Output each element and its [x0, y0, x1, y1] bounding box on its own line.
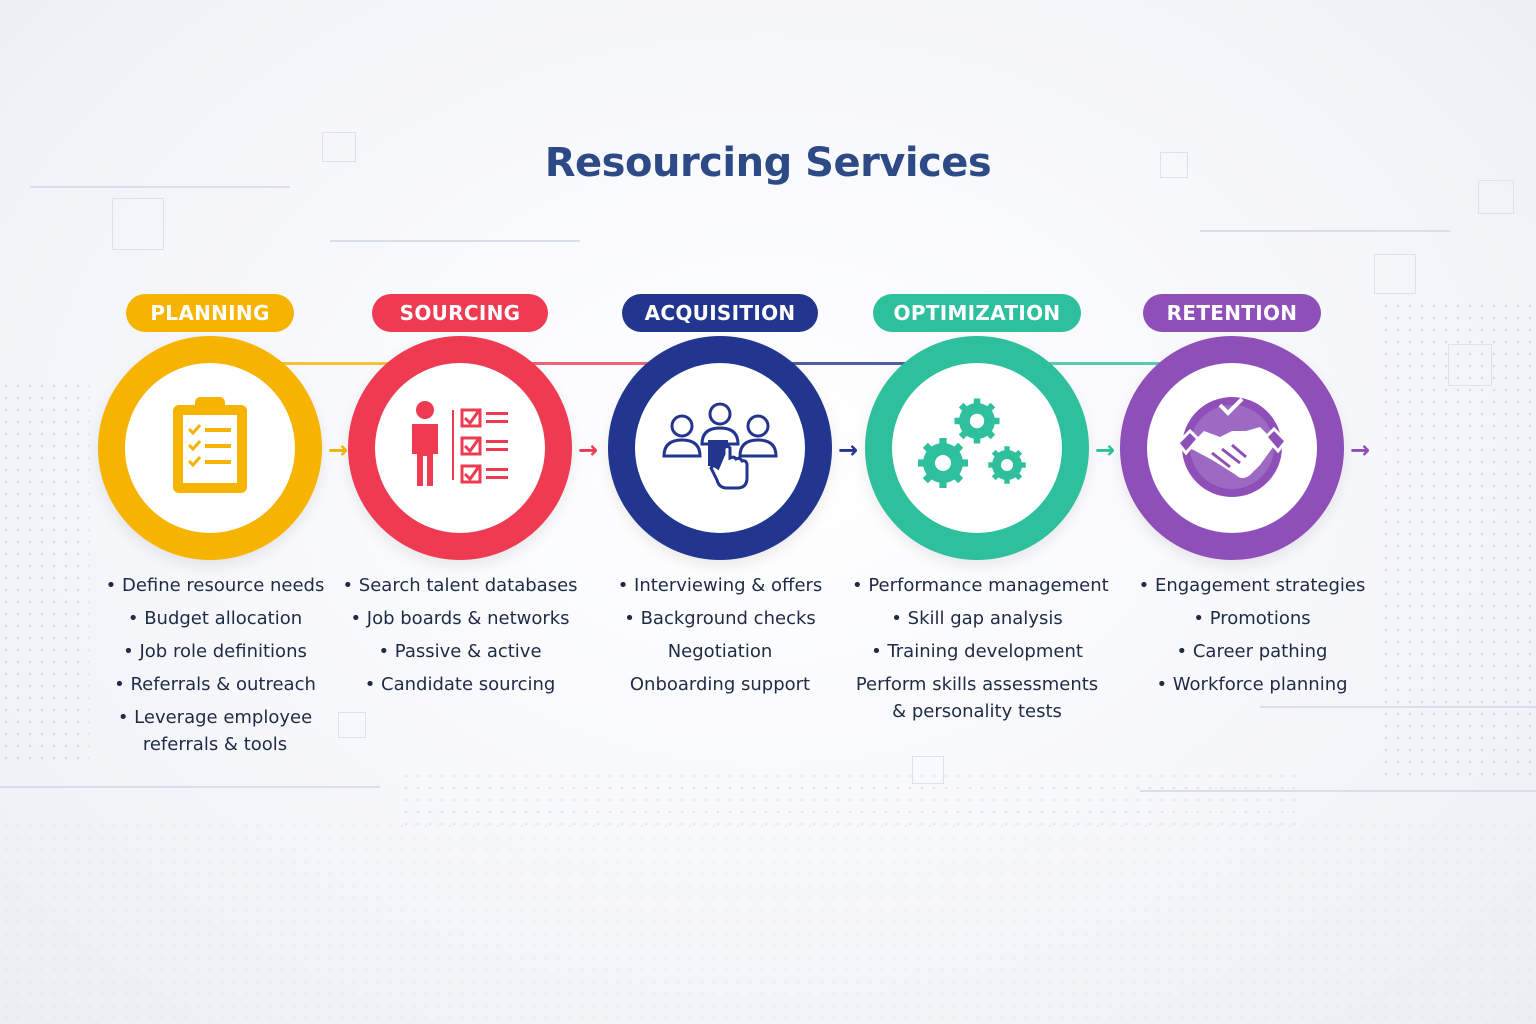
clipboard-checklist-icon	[165, 391, 255, 505]
stage-items-sourcing: Search talent databasesJob boards & netw…	[335, 572, 585, 704]
background-dots	[400, 770, 1300, 830]
list-item: Interviewing & offers	[595, 572, 845, 605]
list-item: Engagement strategies	[1127, 572, 1377, 605]
stage-label-optimization: OPTIMIZATION	[873, 294, 1081, 332]
decor-square	[1374, 254, 1416, 294]
decor-square	[1478, 180, 1514, 214]
candidate-select-icon	[658, 396, 782, 500]
list-item: Career pathing	[1127, 638, 1377, 671]
list-item: Performance management	[852, 572, 1108, 605]
decor-square	[322, 132, 356, 162]
stage-circle-acquisition	[608, 336, 832, 560]
stage-items-retention: Engagement strategiesPromotionsCareer pa…	[1127, 572, 1377, 704]
list-item: Referrals & outreach	[90, 671, 340, 704]
circuit-line	[30, 186, 290, 188]
circuit-line	[1200, 230, 1450, 232]
list-item: Search talent databases	[335, 572, 585, 605]
circuit-line	[0, 786, 380, 788]
list-item: & personality tests	[892, 701, 1062, 722]
list-item: Leverage employee	[90, 704, 340, 737]
page-title: Resourcing Services	[544, 140, 992, 186]
list-item: Perform skills assessments	[855, 674, 1099, 695]
stage-items-planning: Define resource needsBudget allocationJo…	[90, 572, 340, 764]
decor-square	[338, 712, 366, 738]
decor-square	[912, 756, 944, 784]
stage-items-acquisition: Interviewing & offersBackground checksNe…	[595, 572, 845, 704]
person-checklist-icon	[400, 396, 520, 500]
list-item: Candidate sourcing	[335, 671, 585, 704]
stage-items-optimization: Performance managementSkill gap analysis…	[852, 572, 1109, 731]
stage-label-sourcing: SOURCING	[372, 294, 548, 332]
circuit-line	[330, 240, 580, 242]
stage-circle-optimization	[865, 336, 1089, 560]
connector-line	[760, 362, 937, 365]
decor-square	[1448, 344, 1492, 386]
stage-label-acquisition: ACQUISITION	[622, 294, 818, 332]
arrow-right-icon: →	[577, 436, 599, 464]
list-item: referrals & tools	[142, 734, 288, 755]
list-item: Onboarding support	[629, 674, 811, 695]
arrow-right-icon: →	[837, 436, 859, 464]
arrow-right-icon: →	[1094, 436, 1116, 464]
list-item: Define resource needs	[90, 572, 340, 605]
circuit-line	[1140, 790, 1536, 792]
stage-circle-sourcing	[348, 336, 572, 560]
background-dots	[1380, 300, 1536, 780]
stage-label-retention: RETENTION	[1143, 294, 1321, 332]
connector-line	[250, 362, 420, 365]
list-item: Promotions	[1127, 605, 1377, 638]
decor-square	[112, 198, 164, 250]
stage-label-planning: PLANNING	[126, 294, 294, 332]
decor-square	[1160, 152, 1188, 178]
arrow-right-icon: →	[327, 436, 349, 464]
handshake-icon	[1172, 391, 1292, 505]
connector-line	[500, 362, 680, 365]
connector-line	[1017, 362, 1192, 365]
list-item: Budget allocation	[90, 605, 340, 638]
background-dots	[0, 820, 1536, 1020]
gears-icon	[915, 391, 1039, 505]
list-item: Training development	[852, 638, 1102, 671]
list-item: Background checks	[595, 605, 845, 638]
arrow-right-icon: →	[1349, 436, 1371, 464]
list-item: Workforce planning	[1127, 671, 1377, 704]
background-dots	[0, 380, 90, 760]
list-item: Job boards & networks	[335, 605, 585, 638]
list-item: Job role definitions	[90, 638, 340, 671]
circuit-line	[1260, 706, 1536, 708]
stage-circle-planning	[98, 336, 322, 560]
list-item: Passive & active	[335, 638, 585, 671]
list-item: Negotiation	[667, 641, 773, 662]
list-item: Skill gap analysis	[852, 605, 1102, 638]
stage-circle-retention	[1120, 336, 1344, 560]
